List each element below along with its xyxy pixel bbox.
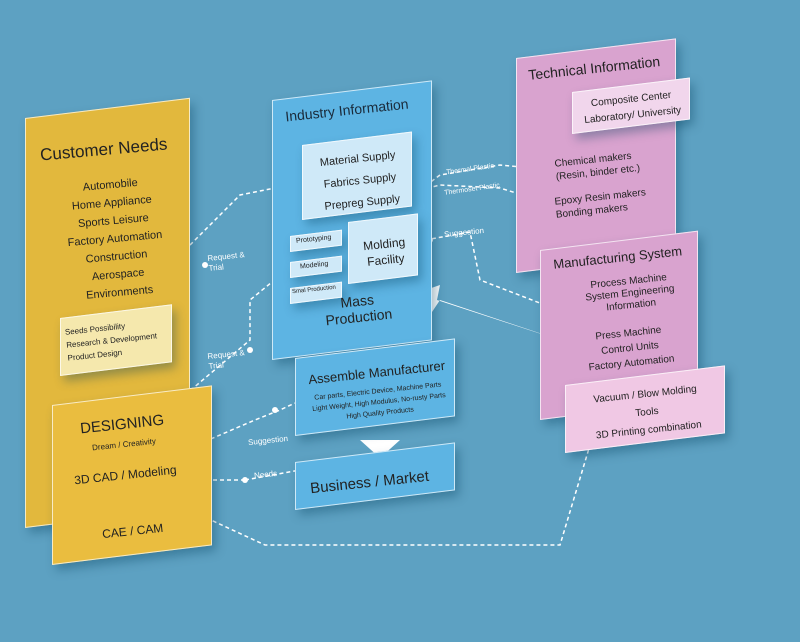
molding-label: Molding Facility [352,233,417,271]
request-label-2: Request & Trial [207,348,246,372]
supply-list: Material Supply Fabrics Supply Prepreg S… [307,143,413,219]
request-label-1: Request & Trial [207,250,246,274]
customer-needs-list: Automobile Home Appliance Sports Leisure… [50,171,181,307]
arrow-down-assemble [360,440,400,458]
